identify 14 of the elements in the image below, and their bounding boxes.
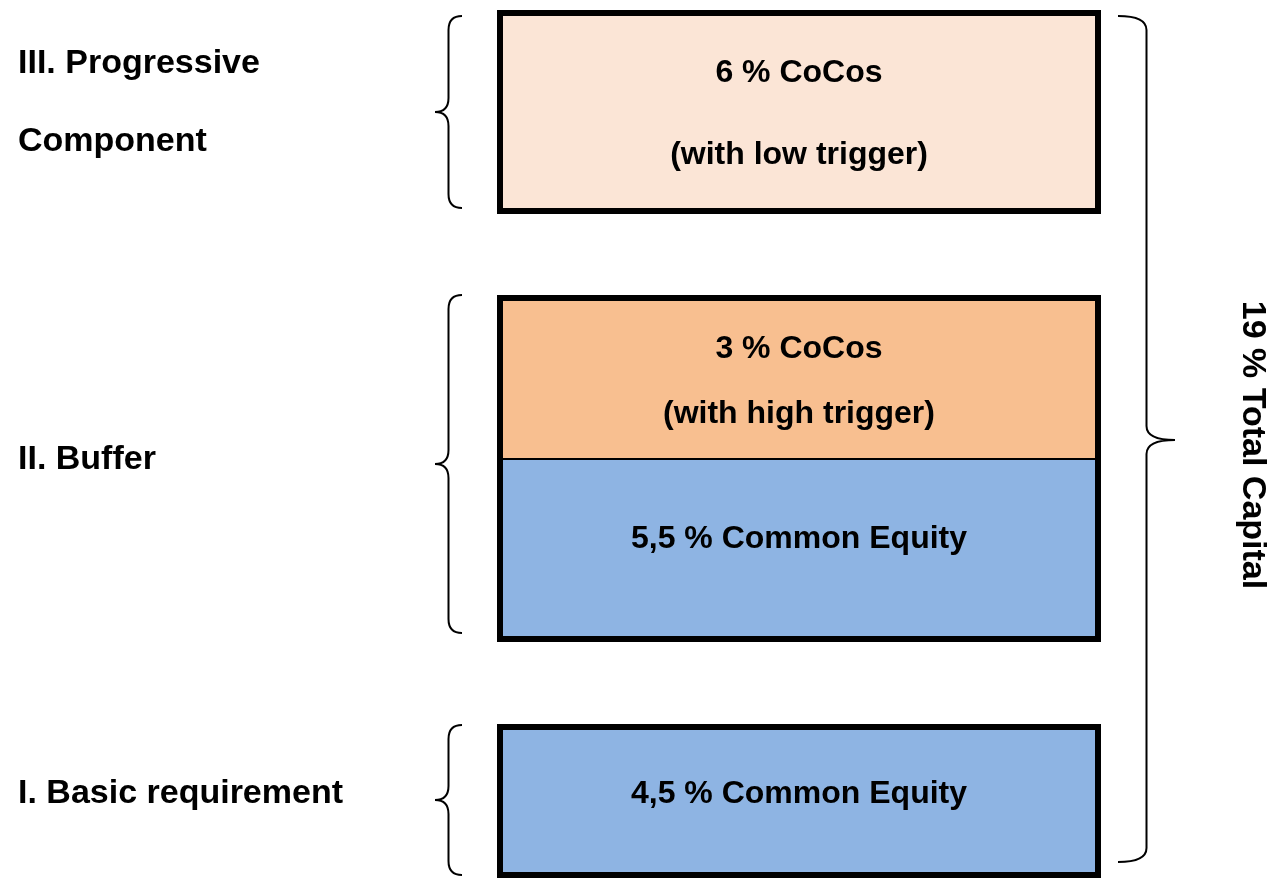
box-text: 3 % CoCos	[715, 328, 883, 368]
tier-label: III. Progressive Component	[18, 41, 261, 160]
box-text: (with low trigger)	[670, 134, 928, 173]
tier-label: I. Basic requirement	[18, 771, 344, 812]
tier-label: II. Buffer	[18, 437, 157, 478]
box-text: 4,5 % Common Equity	[630, 773, 967, 812]
capital-box	[503, 301, 1095, 460]
total-label: 19 % Total Capital	[1235, 300, 1275, 590]
box-text: (with high trigger)	[663, 392, 935, 432]
box-text: 6 % CoCos	[715, 52, 883, 91]
capital-box	[497, 724, 1101, 878]
box-text: 5,5 % Common Equity	[630, 518, 967, 557]
capital-box	[497, 10, 1101, 214]
capital-box	[503, 460, 1095, 636]
